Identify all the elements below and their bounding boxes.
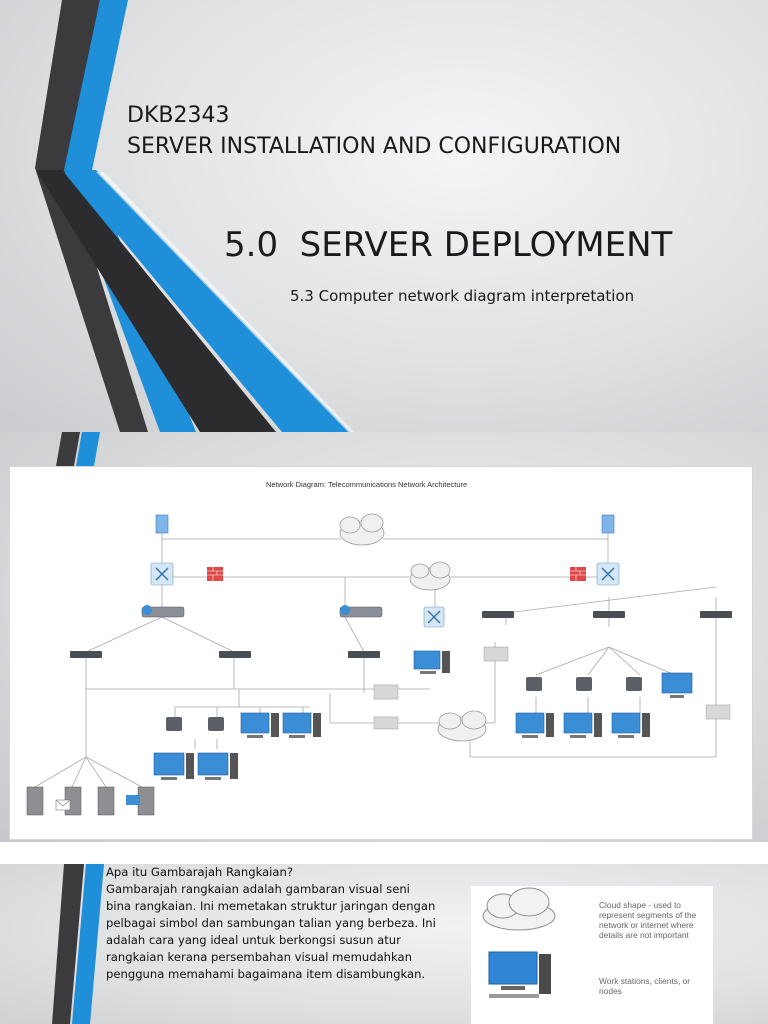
definition-text: Apa itu Gambarajah Rangkaian? Gambarajah… [106,864,436,983]
legend-cloud-text: Cloud shape - used to represent segments… [599,900,697,940]
switch-icon [70,611,732,658]
firewall-icon [570,567,586,581]
workstation-icon [240,712,321,738]
subtopic-title: 5.3 Computer network diagram interpretat… [290,287,635,305]
media-server-icon [339,605,383,618]
cloud-icon [437,710,487,742]
workstation-icon [413,650,450,674]
definition-body: Gambarajah rangkaian adalah gambaran vis… [106,882,436,981]
router-icon [150,562,174,586]
slide-decoration [56,432,100,466]
router-icon [423,606,445,628]
server-icon [155,514,169,534]
slide-gap [0,842,768,864]
firewall-icon [207,567,223,581]
diagram-slide: Network Diagram: Telecommunications Netw… [0,432,768,842]
title-slide: DKB2343 SERVER INSTALLATION AND CONFIGUR… [0,0,768,432]
legend-panel: Cloud shape - used to represent segments… [471,886,713,1024]
course-code: DKB2343 [127,103,230,128]
server-icon [601,514,615,534]
legend-graphics [482,887,556,998]
legend-workstation-text: Work stations, clients, or nodes [599,976,691,996]
cloud-icon [482,887,556,931]
chapter-title: 5.0 SERVER DEPLOYMENT [224,225,673,265]
workstation-icon [126,795,140,805]
cloud-icon [339,513,385,546]
network-diagram-image: Network Diagram: Telecommunications Netw… [9,466,753,840]
email-icon [55,799,71,811]
office-icon [373,646,731,730]
definition-heading: Apa itu Gambarajah Rangkaian? [106,865,294,879]
slide-decoration [35,0,354,432]
workstation-icon [488,951,551,998]
media-server-icon [141,605,185,618]
slide-decoration [52,864,104,1024]
cloud-icon [409,561,451,591]
router-icon [596,562,620,586]
course-title: SERVER INSTALLATION AND CONFIGURATION [127,134,622,159]
ip-phone-icon [166,677,642,731]
workstation-icon [515,672,693,738]
course-heading: DKB2343 SERVER INSTALLATION AND CONFIGUR… [127,100,621,162]
network-diagram: Network Diagram: Telecommunications Netw… [26,480,732,816]
diagram-title: Network Diagram: Telecommunications Netw… [266,480,467,489]
definition-slide: Apa itu Gambarajah Rangkaian? Gambarajah… [0,864,768,1024]
workstation-icon [153,752,238,780]
